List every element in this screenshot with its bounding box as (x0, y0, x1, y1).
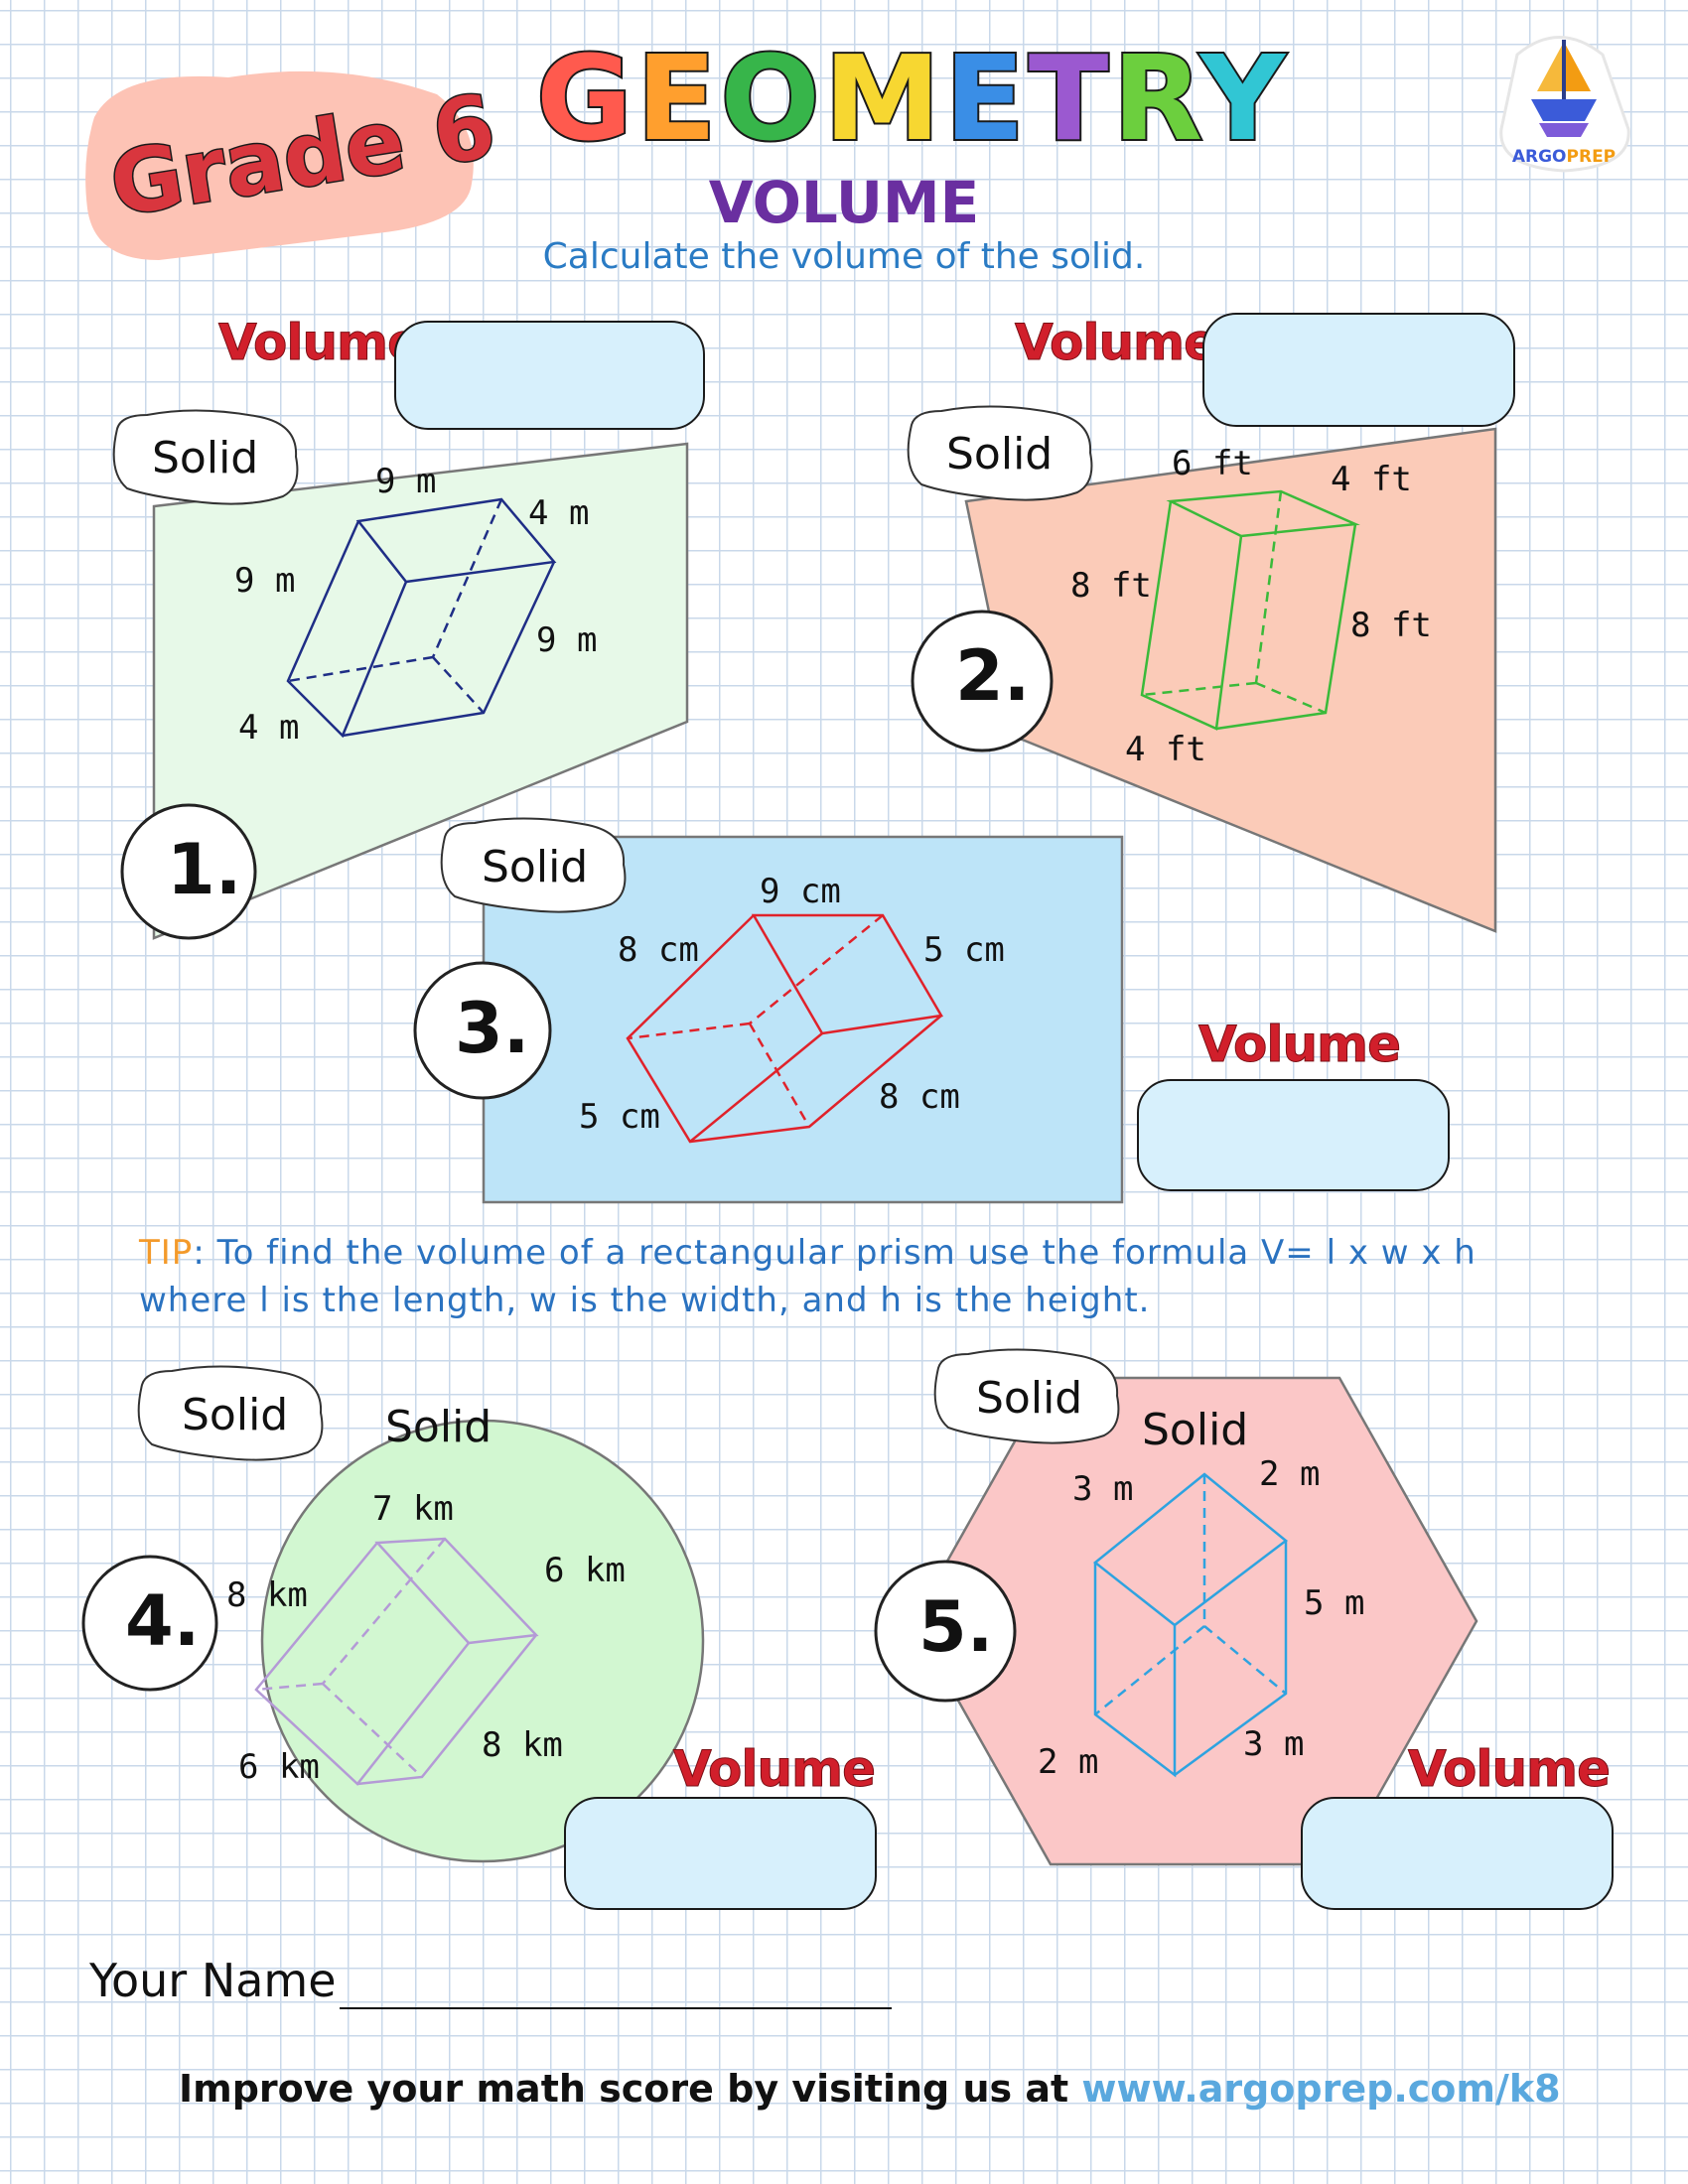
prism-5 (1092, 1472, 1289, 1778)
dimension-label: 6 ft (1172, 444, 1253, 483)
volume-label-1: Volume (217, 314, 421, 372)
dimension-label: 3 m (1072, 1469, 1134, 1509)
solid-label-2: Solid (946, 429, 1054, 479)
dimension-label: 9 cm (760, 872, 841, 911)
problem-number-1: 1. (167, 829, 242, 910)
dimension-label: 8 cm (618, 930, 699, 970)
solid-label-1: Solid (152, 433, 259, 483)
dimension-label: 8 ft (1350, 606, 1432, 645)
dimension-label: 2 m (1038, 1742, 1099, 1782)
solid-cloud-1 (112, 409, 299, 505)
number-circle-2 (911, 610, 1054, 752)
dimension-label: 4 m (238, 708, 300, 748)
problem-number-3: 3. (455, 988, 530, 1069)
number-circle-1 (120, 803, 257, 940)
dimension-label: 6 km (238, 1747, 320, 1787)
solid-label-3: Solid (482, 842, 589, 892)
dimension-label: 3 m (1243, 1724, 1305, 1764)
title-letter: E (634, 28, 721, 169)
prism-3 (626, 913, 944, 1144)
dimension-label: 8 km (226, 1575, 308, 1615)
dimension-label: 8 ft (1070, 566, 1152, 606)
shape-label-5: Solid (1142, 1405, 1249, 1455)
prism-1 (286, 497, 557, 739)
dimension-label: 5 m (1304, 1583, 1365, 1623)
volume-answer-3[interactable] (1137, 1079, 1450, 1191)
number-circle-3 (413, 961, 552, 1100)
dimension-label: 2 m (1259, 1454, 1321, 1494)
dimension-label: 9 m (234, 561, 296, 601)
shape-1-quadrilateral (152, 442, 689, 940)
solid-cloud-5 (933, 1348, 1120, 1444)
footer-link[interactable]: www.argoprep.com/k8 (1081, 2067, 1561, 2111)
problem-number-5: 5. (918, 1586, 994, 1668)
prism-4 (254, 1537, 539, 1786)
dimension-label: 4 m (528, 493, 590, 533)
dimension-label: 5 cm (579, 1097, 660, 1137)
volume-answer-4[interactable] (564, 1797, 877, 1910)
dimension-label: 7 km (372, 1489, 454, 1529)
problem-number-4: 4. (125, 1580, 201, 1662)
name-label: Your Name (89, 1954, 337, 2007)
dimension-label: 9 m (536, 620, 598, 660)
title-letter: T (1027, 28, 1113, 169)
prism-2 (1140, 489, 1360, 731)
volume-label-3: Volume (1197, 1016, 1401, 1074)
number-circle-5 (874, 1560, 1017, 1703)
dimension-label: 4 ft (1125, 730, 1206, 769)
problem-number-2: 2. (955, 635, 1031, 717)
dimension-label: 8 cm (879, 1077, 960, 1117)
brand-name: ARGOPREP (1511, 147, 1617, 167)
title-letter: R (1110, 28, 1200, 169)
volume-answer-1[interactable] (394, 321, 705, 430)
volume-label-2: Volume (1014, 314, 1217, 372)
page-title: GEOMETRY (534, 28, 1290, 169)
volume-answer-2[interactable] (1202, 313, 1515, 427)
tip-text: TIP: To find the volume of a rectangular… (139, 1233, 1477, 1320)
argoprep-logo-icon (1499, 36, 1630, 173)
dimension-label: 8 km (482, 1725, 563, 1765)
solid-cloud-2 (907, 405, 1093, 501)
solid-cloud-3 (440, 817, 627, 913)
title-letter: E (942, 28, 1029, 169)
volume-label-5: Volume (1407, 1740, 1611, 1799)
tip-label: TIP (139, 1233, 194, 1273)
name-underline (340, 2007, 892, 2009)
grade-badge-blob (85, 70, 474, 260)
solid-cloud-4 (137, 1365, 324, 1461)
dimension-label: 9 m (375, 462, 437, 501)
volume-label-4: Volume (672, 1740, 876, 1799)
instruction-text: Calculate the volume of the solid. (542, 236, 1146, 277)
dimension-label: 6 km (544, 1551, 626, 1590)
title-letter: G (534, 28, 636, 169)
number-circle-4 (81, 1555, 218, 1692)
dimension-label: 5 cm (923, 930, 1005, 970)
title-letter: Y (1198, 28, 1290, 169)
volume-answer-5[interactable] (1301, 1797, 1614, 1910)
title-letter: M (822, 28, 945, 169)
solid-label-4: Solid (182, 1390, 289, 1440)
solid-label-5: Solid (976, 1373, 1083, 1424)
page-subtitle: VOLUME (708, 169, 980, 236)
shape-label-4: Solid (385, 1402, 492, 1452)
name-input[interactable] (340, 1958, 896, 2005)
dimension-label: 4 ft (1331, 460, 1412, 499)
title-letter: O (718, 28, 824, 169)
footer-text: Improve your math score by visiting us a… (179, 2067, 1561, 2111)
